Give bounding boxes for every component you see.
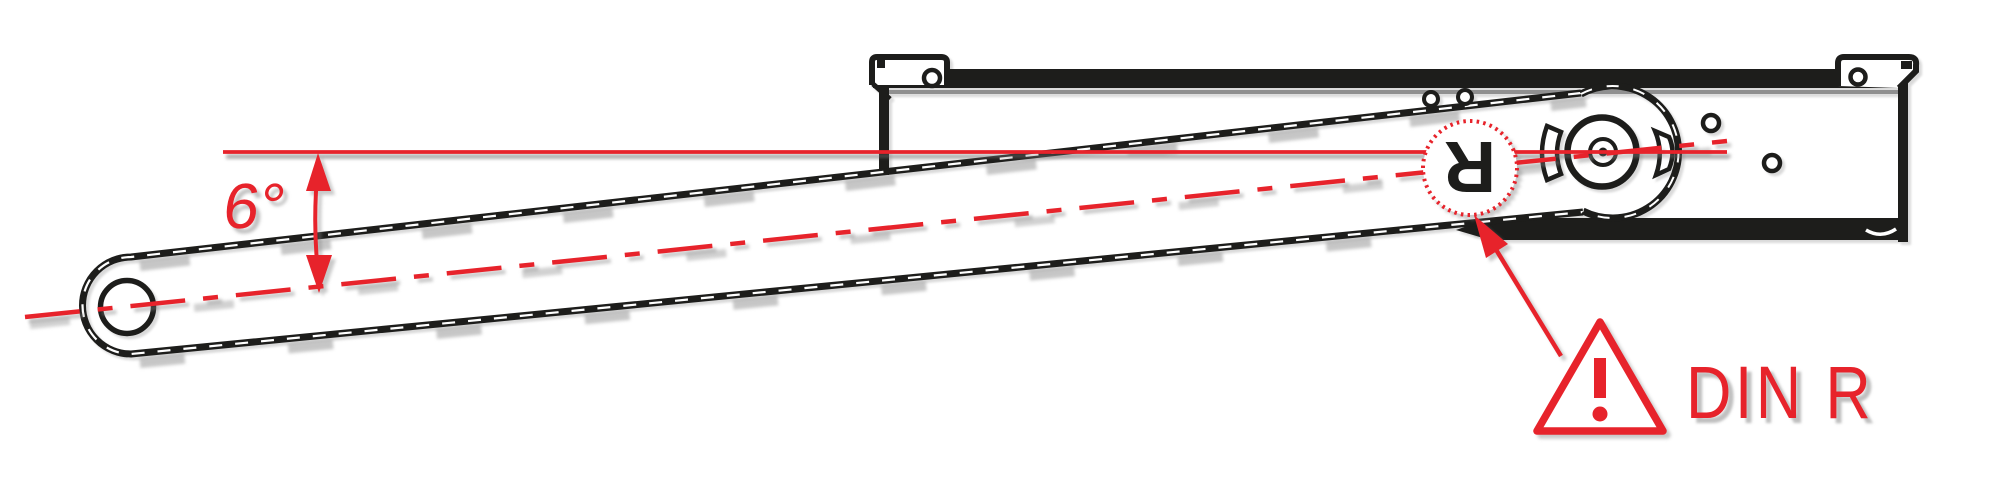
centerline-shadow xyxy=(29,145,1733,329)
dimension-arrow-icon xyxy=(306,153,332,293)
belt-top-shadow xyxy=(139,97,1587,271)
rotation-marker-label: R xyxy=(1444,126,1496,206)
belt-bottom-shadow xyxy=(139,216,1587,368)
belt-outline xyxy=(79,89,1584,358)
black-linework xyxy=(79,54,1920,358)
housing-right-wall xyxy=(1898,85,1908,242)
conveyor-belt xyxy=(79,89,1584,358)
housing-top-rail-groove xyxy=(884,90,1898,94)
housing-screw-icon xyxy=(1422,90,1440,108)
housing-left-wall xyxy=(879,85,889,175)
housing-hole-icon xyxy=(1761,152,1783,174)
warning-exclamation-dot xyxy=(1592,406,1608,422)
red-annotations xyxy=(24,119,1728,435)
belt-dash-pattern xyxy=(81,91,1584,356)
dimension-arrowhead-down xyxy=(306,255,332,293)
warning-label: DIN R xyxy=(1686,351,1875,434)
rotation-marker-circle-icon xyxy=(1421,119,1519,217)
right-bracket-screw-icon xyxy=(1848,67,1868,87)
leader-arrowhead xyxy=(1474,215,1508,258)
bottom-rail-bar xyxy=(1490,218,1908,240)
housing-right-bracket xyxy=(1835,54,1920,91)
right-bracket-plug xyxy=(1901,61,1912,69)
housing-left-bracket xyxy=(869,54,950,101)
left-bracket-screw-icon xyxy=(921,67,943,89)
leader-line xyxy=(1490,241,1563,358)
angle-label: 6° xyxy=(219,170,290,242)
housing-hole-icon xyxy=(1700,112,1722,134)
housing-screw-icon xyxy=(1456,88,1474,106)
warning-triangle-icon xyxy=(1533,318,1667,435)
bottom-rail-notch xyxy=(1865,227,1897,236)
housing-top-rail xyxy=(873,69,1908,88)
leader-arrow-icon xyxy=(1474,215,1563,358)
left-bracket-notch xyxy=(877,59,885,68)
dimension-arrowhead-up xyxy=(306,153,331,191)
